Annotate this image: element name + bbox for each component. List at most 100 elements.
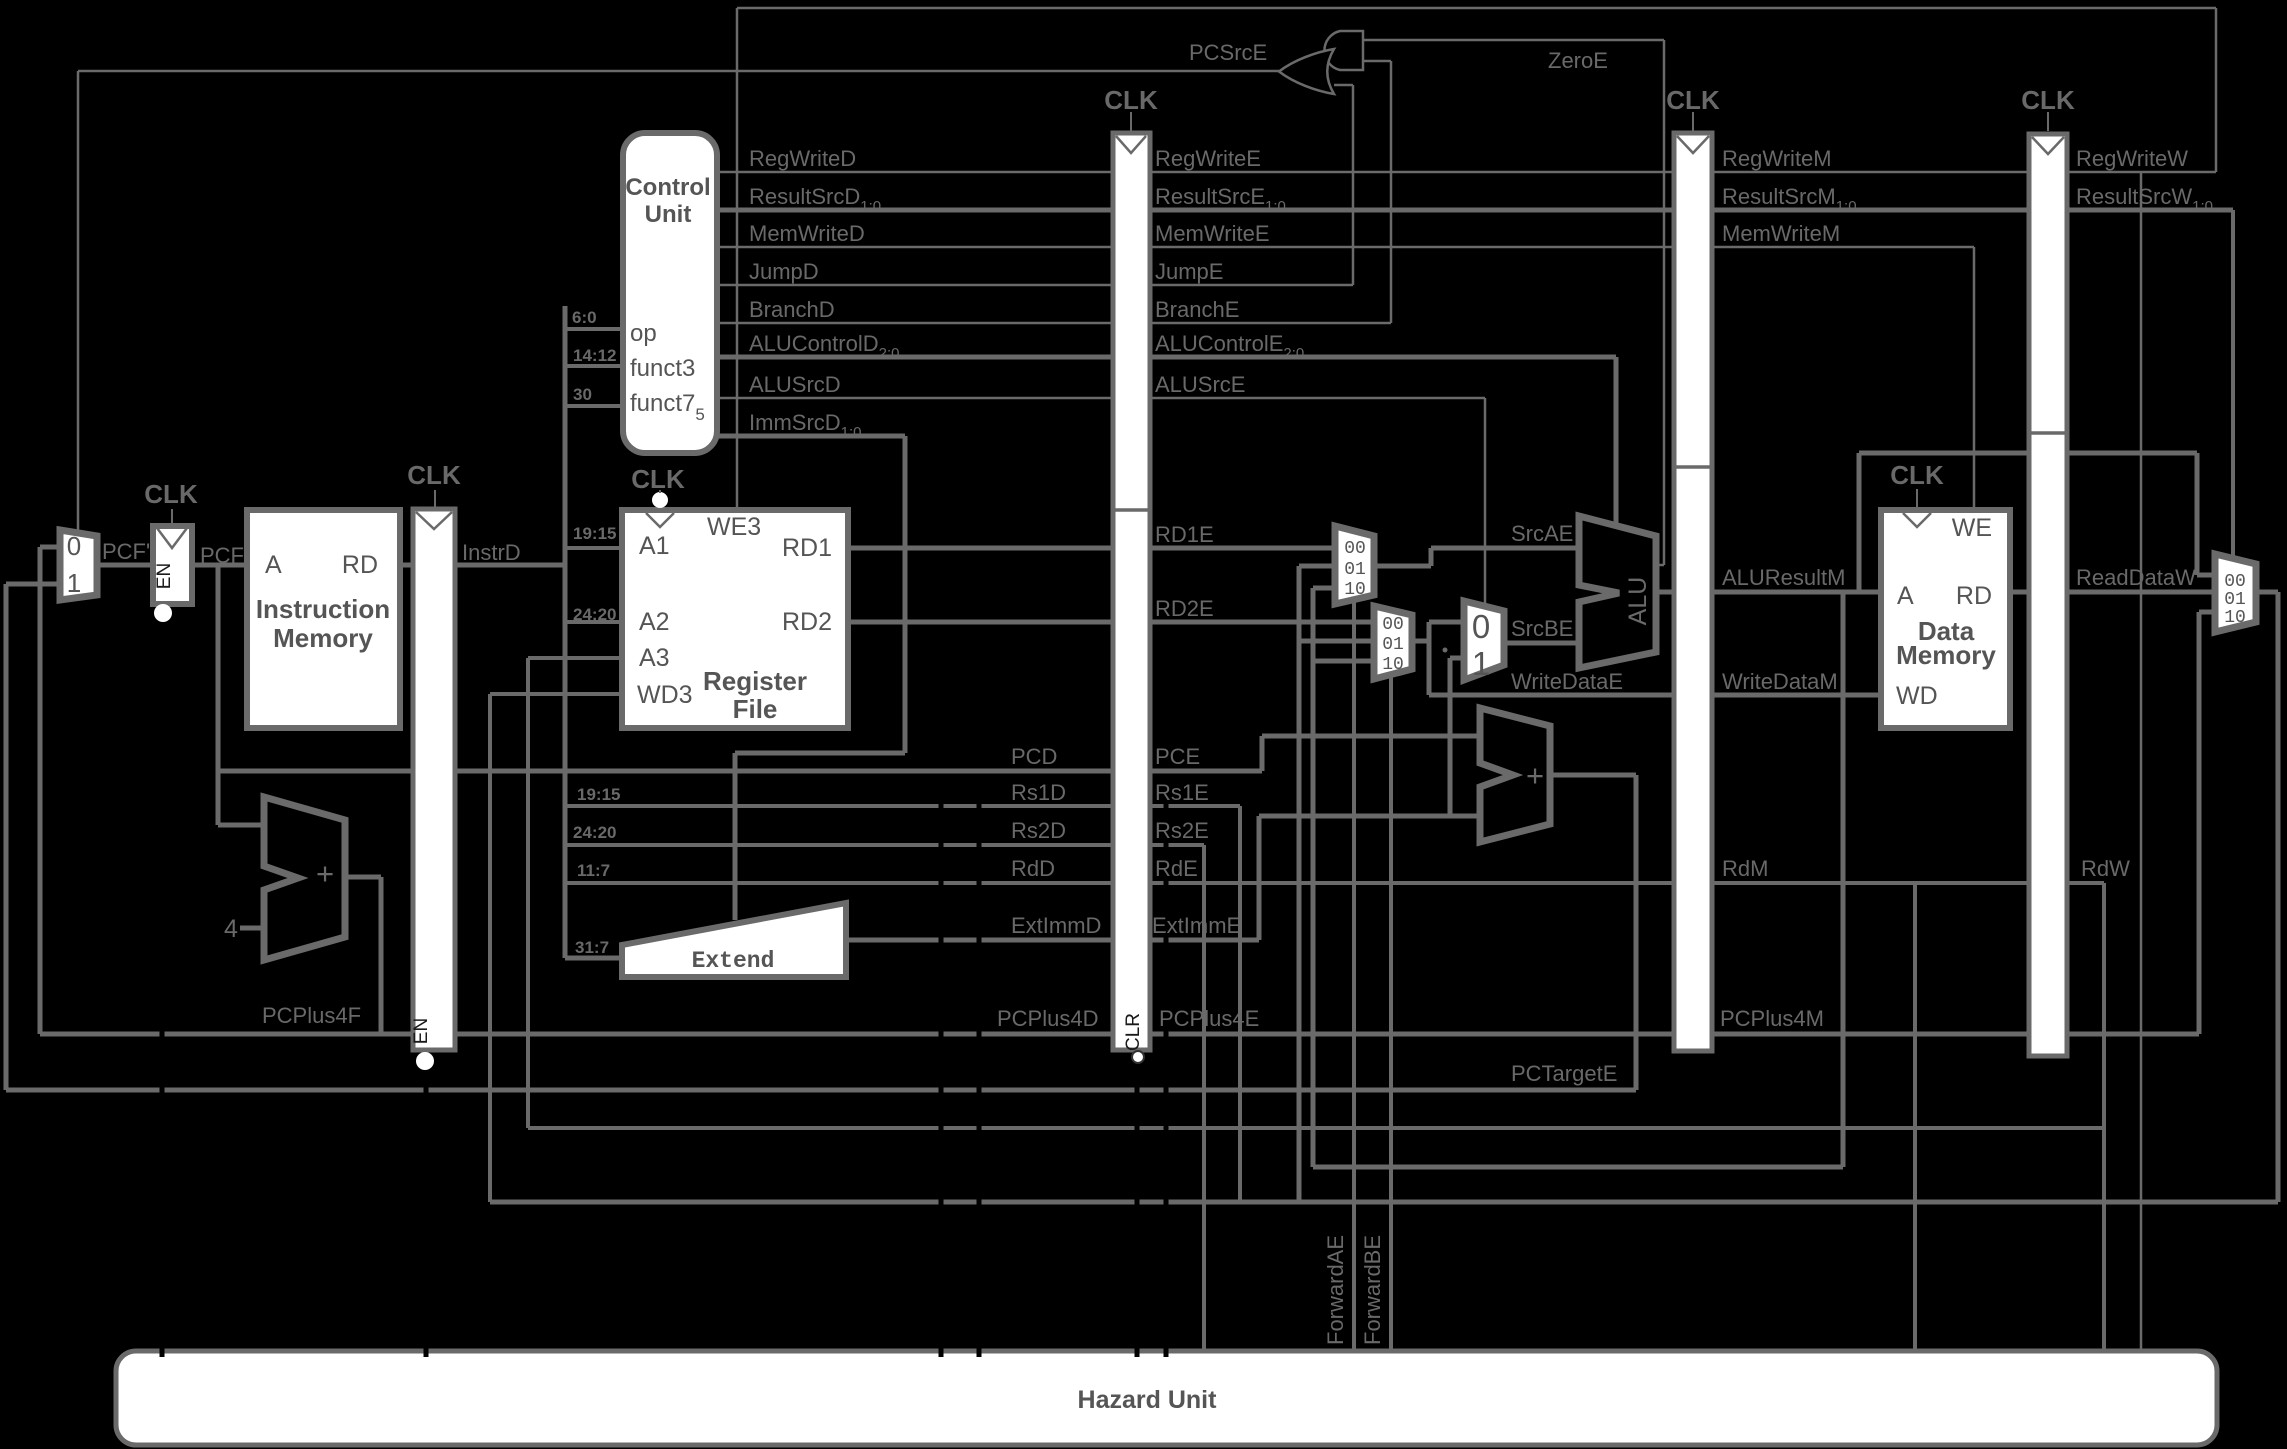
svg-text:+: + bbox=[316, 856, 334, 891]
svg-text:ZeroE: ZeroE bbox=[1548, 48, 1608, 73]
svg-text:4: 4 bbox=[224, 915, 238, 943]
svg-text:ReadDataW: ReadDataW bbox=[2076, 565, 2196, 590]
svg-text:0: 0 bbox=[67, 531, 81, 561]
svg-text:Extend: Extend bbox=[692, 948, 775, 974]
svg-text:24:20: 24:20 bbox=[573, 605, 616, 624]
svg-text:EN: EN bbox=[154, 563, 175, 589]
svg-text:30: 30 bbox=[573, 385, 592, 404]
svg-text:10: 10 bbox=[2224, 608, 2246, 628]
svg-text:WD: WD bbox=[1896, 682, 1938, 710]
svg-text:CLR: CLR bbox=[1123, 1013, 1144, 1051]
svg-text:RD2: RD2 bbox=[782, 608, 832, 636]
svg-text:MemWriteM: MemWriteM bbox=[1722, 221, 1840, 246]
svg-text:ExtImmD: ExtImmD bbox=[1011, 913, 1101, 938]
svg-text:00: 00 bbox=[1382, 615, 1404, 635]
svg-text:CLK: CLK bbox=[1666, 85, 1720, 115]
svg-text:RdM: RdM bbox=[1722, 856, 1768, 881]
svg-text:ALU: ALU bbox=[1624, 577, 1652, 626]
svg-text:ForwardBE: ForwardBE bbox=[1360, 1235, 1385, 1345]
svg-text:RegWriteD: RegWriteD bbox=[749, 146, 856, 171]
svg-text:10: 10 bbox=[1344, 580, 1366, 600]
svg-text:WE3: WE3 bbox=[707, 513, 761, 541]
svg-text:SrcBE: SrcBE bbox=[1511, 616, 1573, 641]
svg-text:MemWriteD: MemWriteD bbox=[749, 221, 865, 246]
svg-text:JumpE: JumpE bbox=[1155, 259, 1223, 284]
svg-text:PCPlus4F: PCPlus4F bbox=[262, 1003, 361, 1028]
svg-text:RD: RD bbox=[342, 551, 378, 579]
svg-text:EN: EN bbox=[411, 1018, 432, 1044]
svg-text:19:15: 19:15 bbox=[573, 524, 616, 543]
svg-text:00: 00 bbox=[2224, 572, 2246, 592]
svg-text:CLK: CLK bbox=[2021, 85, 2075, 115]
svg-text:PCE: PCE bbox=[1155, 744, 1200, 769]
svg-text:0: 0 bbox=[1472, 608, 1490, 645]
svg-text:Memory: Memory bbox=[273, 623, 373, 653]
svg-text:Instruction: Instruction bbox=[256, 594, 390, 624]
svg-text:CLK: CLK bbox=[631, 464, 685, 494]
svg-text:WD3: WD3 bbox=[637, 681, 693, 709]
svg-text:01: 01 bbox=[2224, 590, 2246, 610]
svg-text:14:12: 14:12 bbox=[573, 346, 616, 365]
svg-text:BranchD: BranchD bbox=[749, 297, 835, 322]
svg-text:Memory: Memory bbox=[1896, 640, 1996, 670]
svg-text:ALUResultM: ALUResultM bbox=[1722, 565, 1845, 590]
svg-text:PCTargetE: PCTargetE bbox=[1511, 1061, 1617, 1086]
svg-text:CLK: CLK bbox=[1104, 85, 1158, 115]
svg-text:RegWriteM: RegWriteM bbox=[1722, 146, 1832, 171]
svg-text:BranchE: BranchE bbox=[1155, 297, 1239, 322]
svg-text:op: op bbox=[630, 320, 657, 347]
svg-text:PCF': PCF' bbox=[102, 539, 150, 564]
svg-text:CLK: CLK bbox=[1890, 460, 1944, 490]
svg-text:WriteDataE: WriteDataE bbox=[1511, 669, 1623, 694]
svg-text:24:20: 24:20 bbox=[573, 823, 616, 842]
svg-text:+: + bbox=[1526, 758, 1544, 793]
svg-text:CLK: CLK bbox=[144, 479, 198, 509]
svg-text:Rs2D: Rs2D bbox=[1011, 818, 1066, 843]
svg-text:ALUSrcD: ALUSrcD bbox=[749, 372, 841, 397]
svg-text:Rs1D: Rs1D bbox=[1011, 780, 1066, 805]
svg-text:MemWriteE: MemWriteE bbox=[1155, 221, 1270, 246]
svg-text:ExtImmE: ExtImmE bbox=[1152, 913, 1241, 938]
svg-text:RdE: RdE bbox=[1155, 856, 1198, 881]
svg-text:JumpD: JumpD bbox=[749, 259, 819, 284]
svg-text:A: A bbox=[1897, 582, 1914, 610]
svg-text:6:0: 6:0 bbox=[572, 308, 597, 327]
svg-text:A1: A1 bbox=[639, 532, 670, 560]
svg-text:PCF: PCF bbox=[200, 543, 244, 568]
svg-text:funct3: funct3 bbox=[630, 355, 695, 382]
svg-text:A: A bbox=[265, 551, 282, 579]
svg-text:1: 1 bbox=[67, 568, 81, 598]
svg-text:Data: Data bbox=[1918, 616, 1975, 646]
svg-text:PCPlus4D: PCPlus4D bbox=[997, 1006, 1098, 1031]
svg-text:File: File bbox=[733, 694, 778, 724]
svg-text:Hazard Unit: Hazard Unit bbox=[1078, 1386, 1218, 1414]
svg-text:Register: Register bbox=[703, 666, 807, 696]
svg-text:InstrD: InstrD bbox=[462, 540, 521, 565]
svg-text:11:7: 11:7 bbox=[577, 861, 610, 880]
svg-text:ForwardAE: ForwardAE bbox=[1323, 1235, 1348, 1345]
svg-text:RdD: RdD bbox=[1011, 856, 1055, 881]
svg-text:Rs2E: Rs2E bbox=[1155, 818, 1209, 843]
svg-text:00: 00 bbox=[1344, 539, 1366, 559]
svg-text:PCSrcE: PCSrcE bbox=[1189, 40, 1267, 65]
svg-text:PCPlus4M: PCPlus4M bbox=[1720, 1006, 1824, 1031]
svg-text:01: 01 bbox=[1382, 635, 1404, 655]
svg-text:RD1: RD1 bbox=[782, 534, 832, 562]
svg-text:01: 01 bbox=[1344, 560, 1366, 580]
svg-text:Control: Control bbox=[625, 174, 710, 201]
svg-text:10: 10 bbox=[1382, 655, 1404, 675]
svg-text:SrcAE: SrcAE bbox=[1511, 521, 1573, 546]
svg-text:Rs1E: Rs1E bbox=[1155, 780, 1209, 805]
svg-text:Unit: Unit bbox=[645, 201, 692, 228]
svg-text:RD1E: RD1E bbox=[1155, 522, 1214, 547]
svg-text:ALUSrcE: ALUSrcE bbox=[1155, 372, 1245, 397]
svg-text:WE: WE bbox=[1952, 514, 1992, 542]
svg-text:RdW: RdW bbox=[2081, 856, 2130, 881]
svg-text:PCPlus4E: PCPlus4E bbox=[1159, 1006, 1259, 1031]
svg-text:WriteDataM: WriteDataM bbox=[1722, 669, 1838, 694]
svg-text:A2: A2 bbox=[639, 608, 670, 636]
svg-text:1: 1 bbox=[1472, 645, 1490, 682]
svg-text:RD: RD bbox=[1956, 582, 1992, 610]
svg-text:31:7: 31:7 bbox=[575, 938, 609, 957]
svg-text:CLK: CLK bbox=[407, 460, 461, 490]
